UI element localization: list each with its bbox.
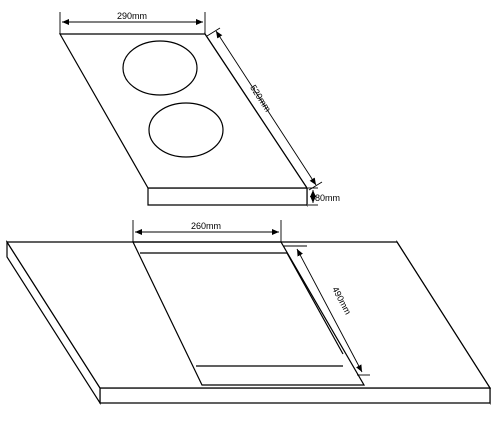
- cutout-width-label: 260mm: [191, 221, 221, 231]
- cutout-opening: [132, 241, 366, 386]
- hob-unit: [58, 32, 309, 207]
- hob-height-label: 80mm: [315, 193, 340, 203]
- countertop: [5, 239, 492, 406]
- hob-width-dimension: 290mm: [59, 11, 206, 34]
- hob-top-surface: [58, 33, 309, 189]
- hob-front-face: [147, 187, 308, 206]
- cutout-width-dimension: 260mm: [132, 220, 282, 242]
- hob-height-dimension: 80mm: [308, 187, 340, 206]
- countertop-front-face: [99, 387, 491, 404]
- cooking-zone-rear: [122, 40, 198, 96]
- hob-width-label: 290mm: [117, 11, 147, 21]
